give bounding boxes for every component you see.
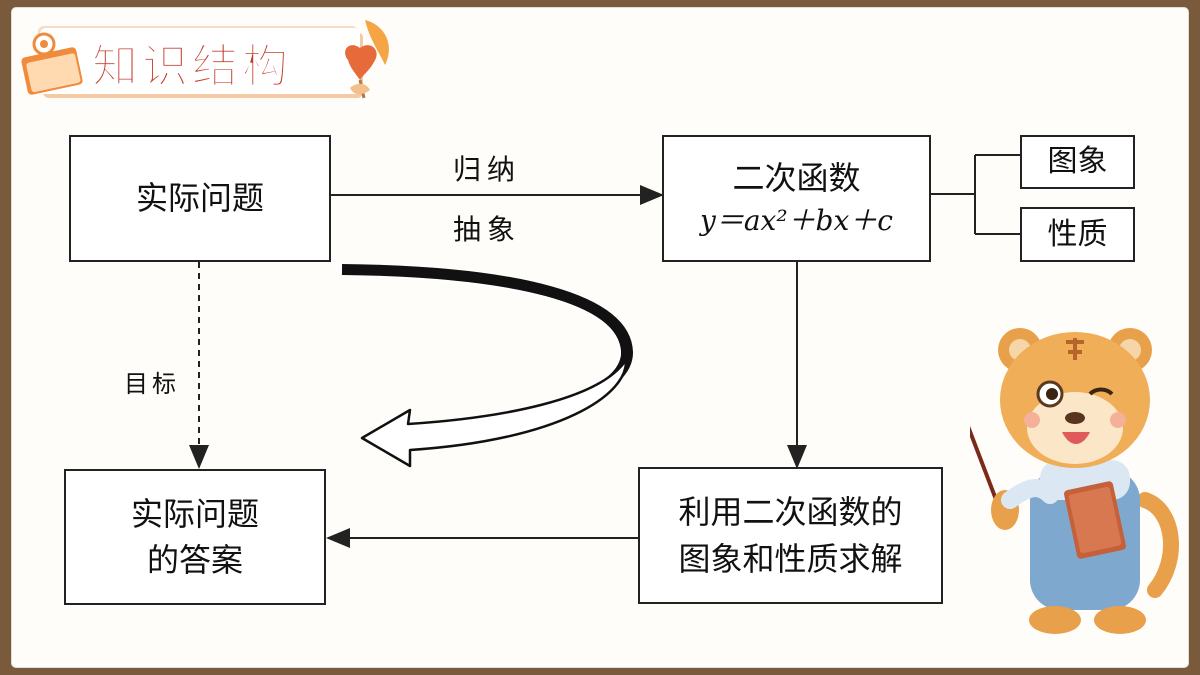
quadratic-formula: y＝ax²＋bx＋c — [700, 204, 893, 238]
box-quadratic-title: 二次函数 — [732, 159, 861, 197]
box-property-text: 性质 — [1047, 216, 1108, 252]
title-banner — [40, 28, 360, 94]
box-graph: 图象 — [1020, 135, 1135, 189]
box-solve-line1: 利用二次函数的 — [678, 493, 903, 532]
big-arrow-head — [360, 358, 628, 468]
label-induce: 归纳 — [453, 153, 522, 186]
box-solve: 利用二次函数的 图象和性质求解 — [638, 467, 943, 604]
tiger-mascot — [970, 328, 1179, 634]
box-solve-line2: 图象和性质求解 — [678, 539, 903, 578]
box-real-problem-text: 实际问题 — [135, 179, 264, 218]
book-icon — [21, 32, 83, 95]
leaf-icon — [345, 20, 389, 99]
box-graph-text: 图象 — [1047, 144, 1108, 180]
box-answer-line2: 的答案 — [146, 541, 243, 579]
page-title: 知识结构 — [92, 39, 292, 94]
box-answer: 实际问题 的答案 — [64, 469, 326, 605]
label-abstract: 抽象 — [453, 213, 522, 246]
box-real-problem: 实际问题 — [69, 135, 331, 262]
label-goal: 目标 — [124, 370, 180, 398]
box-answer-line1: 实际问题 — [130, 494, 259, 533]
box-quadratic-function: 二次函数 y＝ax²＋bx＋c — [662, 135, 931, 262]
box-property: 性质 — [1020, 207, 1135, 262]
